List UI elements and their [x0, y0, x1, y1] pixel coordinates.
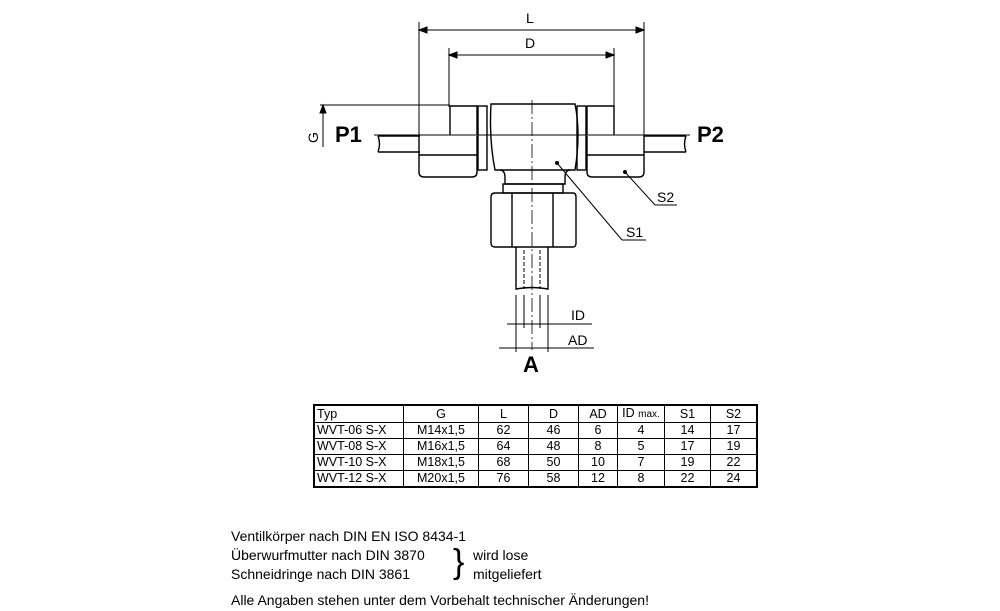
- port-P1: P1: [335, 122, 362, 147]
- fitting-drawing: L D G P1 P2: [305, 10, 724, 377]
- cell: 17: [710, 422, 758, 439]
- port-P2: P2: [697, 122, 724, 147]
- disclaimer: Alle Angaben stehen unter dem Vorbehalt …: [231, 592, 649, 608]
- note-cutting-rings: Schneidringe nach DIN 3861: [231, 566, 411, 582]
- header-ad: AD: [578, 404, 618, 423]
- cell: 58: [528, 470, 579, 488]
- table-header-row: Typ G L D AD ID max. S1 S2: [313, 404, 758, 423]
- cell: WVT-06 S-X: [313, 422, 404, 439]
- cell: 8: [578, 438, 618, 455]
- cell: 68: [478, 454, 529, 471]
- header-typ: Typ: [313, 404, 404, 423]
- cell: 10: [578, 454, 618, 471]
- pipe-left: [377, 135, 420, 153]
- cell: 24: [710, 470, 758, 488]
- cell: 46: [528, 422, 579, 439]
- cell: 64: [478, 438, 529, 455]
- label-ID: ID: [571, 307, 585, 323]
- header-max: max.: [638, 409, 660, 420]
- cell: 4: [617, 422, 665, 439]
- pipe-right: [644, 135, 687, 153]
- cell: M20x1,5: [403, 470, 479, 488]
- cell: 5: [617, 438, 665, 455]
- label-S2: S2: [657, 189, 674, 205]
- header-id: ID: [622, 406, 635, 420]
- port-A: A: [523, 352, 539, 377]
- dimension-G: [319, 103, 450, 147]
- union-nut-left: [418, 105, 488, 178]
- cell: 8: [617, 470, 665, 488]
- header-l: L: [478, 404, 529, 423]
- header-id-max: ID max.: [617, 404, 665, 423]
- note-supplied-loose: wird lose: [473, 547, 529, 563]
- header-g: G: [403, 404, 479, 423]
- cell: WVT-10 S-X: [313, 454, 404, 471]
- cell: 22: [664, 470, 711, 488]
- cell: M14x1,5: [403, 422, 479, 439]
- header-d: D: [528, 404, 579, 423]
- leader-S2: [623, 170, 677, 206]
- dimension-D: [447, 48, 616, 107]
- cell: WVT-08 S-X: [313, 438, 404, 455]
- header-s1: S1: [664, 404, 711, 423]
- brace-symbol: }: [453, 543, 465, 581]
- cell: 17: [664, 438, 711, 455]
- cell: 7: [617, 454, 665, 471]
- cell: 6: [578, 422, 618, 439]
- bottom-nut: [490, 192, 577, 248]
- label-AD: AD: [568, 332, 587, 348]
- cell: 19: [664, 454, 711, 471]
- cell: 62: [478, 422, 529, 439]
- cell: M16x1,5: [403, 438, 479, 455]
- note-valve-body: Ventilkörper nach DIN EN ISO 8434-1: [231, 528, 467, 544]
- cell: 22: [710, 454, 758, 471]
- note-union-nut: Überwurfmutter nach DIN 3870: [231, 547, 425, 563]
- pipe-bottom: [515, 247, 549, 290]
- dimension-L: [417, 22, 646, 140]
- dimension-ID-AD: [499, 295, 594, 352]
- label-G: G: [305, 132, 321, 143]
- cell: WVT-12 S-X: [313, 470, 404, 488]
- leader-S1: [555, 161, 646, 241]
- valve-body: [489, 100, 579, 350]
- cell: 48: [528, 438, 579, 455]
- note-supplied: mitgeliefert: [473, 566, 542, 582]
- cell: M18x1,5: [403, 454, 479, 471]
- cell: 19: [710, 438, 758, 455]
- cell: 12: [578, 470, 618, 488]
- label-S1: S1: [626, 224, 643, 240]
- cell: 76: [478, 470, 529, 488]
- label-L: L: [526, 10, 534, 26]
- cell: 50: [528, 454, 579, 471]
- header-s2: S2: [710, 404, 758, 423]
- cell: 14: [664, 422, 711, 439]
- union-nut-right: [576, 105, 645, 178]
- label-D: D: [525, 35, 535, 51]
